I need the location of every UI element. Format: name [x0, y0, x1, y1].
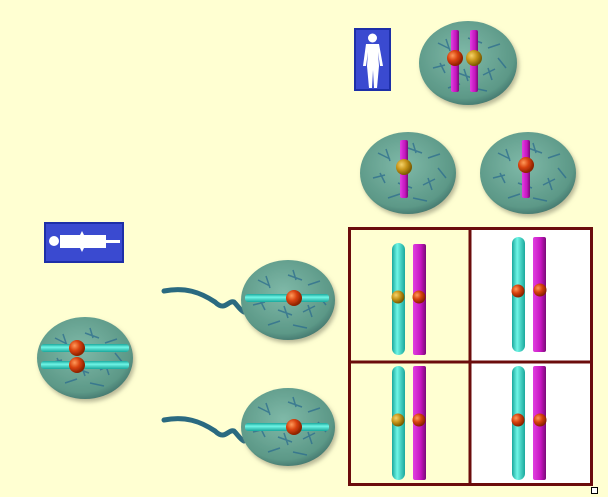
allele-dominant: [286, 419, 302, 435]
allele-dominant: [447, 50, 463, 66]
allele-recessive: [396, 159, 412, 175]
sperm-cell-2: [161, 388, 335, 466]
allele-recessive: [391, 290, 405, 304]
male-parent-icon: [44, 222, 124, 263]
allele-recessive: [466, 50, 482, 66]
punnett-square: [348, 227, 593, 486]
egg-cell-dominant: [480, 132, 576, 214]
allele-dominant: [511, 284, 525, 298]
allele-dominant: [518, 157, 534, 173]
allele-dominant: [533, 283, 547, 297]
allele-dominant: [412, 290, 426, 304]
punnett-cell-1-1: [511, 366, 547, 480]
punnett-cell-1-0: [391, 366, 426, 480]
female-parent-cell: [419, 21, 517, 105]
egg-cell-recessive: [360, 132, 456, 214]
allele-dominant: [69, 340, 85, 356]
allele-recessive: [391, 413, 405, 427]
allele-dominant: [69, 357, 85, 373]
male-parent-cell: [37, 317, 133, 399]
female-parent-icon: [354, 28, 391, 91]
allele-dominant: [286, 290, 302, 306]
allele-dominant: [533, 413, 547, 427]
punnett-cell-0-1: [511, 237, 547, 352]
punnett-cell-0-0: [391, 243, 426, 355]
allele-dominant: [412, 413, 426, 427]
sperm-cell-1: [161, 260, 335, 340]
resize-handle[interactable]: [591, 487, 598, 494]
allele-dominant: [511, 413, 525, 427]
